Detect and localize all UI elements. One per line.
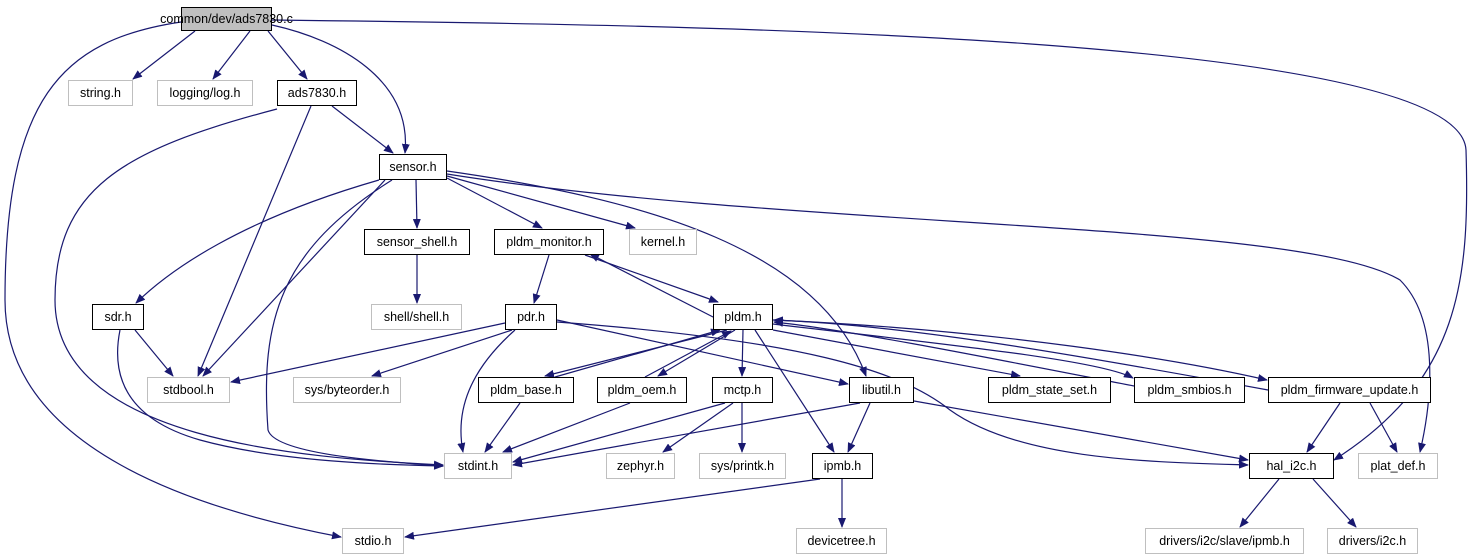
node-pldm-monitor-h[interactable]: pldm_monitor.h [494, 229, 604, 255]
node-hal-i2c-h[interactable]: hal_i2c.h [1249, 453, 1334, 479]
node-pldm-base-h[interactable]: pldm_base.h [478, 377, 574, 403]
node-mctp-h[interactable]: mctp.h [712, 377, 773, 403]
edge-mctp-h-to-stdint-h [512, 402, 726, 464]
edge-ads7830-c-to-string-h [132, 30, 196, 80]
edge-sensor-h-to-stdbool-h [202, 179, 386, 377]
node-shell-shell-h: shell/shell.h [371, 304, 462, 330]
node-libutil-h[interactable]: libutil.h [849, 377, 914, 403]
edge-sensor-h-to-stdint-h [265, 179, 444, 470]
node-sdr-h[interactable]: sdr.h [92, 304, 144, 330]
node-pldm-oem-h[interactable]: pldm_oem.h [597, 377, 687, 403]
edge-pdr-h-to-sys-byteorder-h [371, 329, 513, 377]
edge-ads7830-c-to-sensor-h [271, 24, 410, 154]
node-sensor-h[interactable]: sensor.h [379, 154, 447, 180]
edge-ads7830-c-to-stdio-h [4, 21, 342, 540]
node-stdint-h: stdint.h [444, 453, 512, 479]
edge-pldm-firmware-update-h-to-plat-def-h [1369, 402, 1398, 453]
edge-ads7830-c-to-hal-i2c-h [271, 19, 1468, 461]
edge-pldm-base-h-to-pldm-h [554, 328, 721, 378]
edge-libutil-h-to-ipmb-h [847, 402, 871, 453]
edge-ads7830-h-to-stdint-h [54, 108, 444, 469]
edge-pdr-h-to-stdint-h [457, 329, 516, 453]
edge-libutil-h-to-stdint-h [512, 402, 861, 468]
edge-sensor-h-to-plat-def-h [446, 173, 1431, 453]
edge-sensor-h-to-kernel-h [446, 175, 636, 230]
edge-ads7830-h-to-sensor-h [331, 105, 394, 154]
edge-pldm-firmware-update-h-to-pldm-h [773, 316, 1269, 391]
edge-pldm-h-to-pldm-base-h [544, 329, 728, 378]
edge-pldm-monitor-h-to-pdr-h [532, 254, 550, 304]
edge-pldm-h-to-pldm-firmware-update-h [772, 319, 1268, 382]
edge-pldm-firmware-update-h-to-hal-i2c-h [1306, 402, 1341, 453]
edge-pdr-h-to-libutil-h [556, 319, 849, 386]
edge-sdr-h-to-stdint-h [116, 329, 444, 470]
node-ads7830-h[interactable]: ads7830.h [277, 80, 357, 106]
edge-pldm-oem-h-to-stdint-h [502, 402, 631, 453]
edge-pldm-base-h-to-stdint-h [484, 402, 521, 453]
edge-libutil-h-to-hal-i2c-h [913, 400, 1249, 463]
node-pldm-firmware-update-h[interactable]: pldm_firmware_update.h [1268, 377, 1431, 403]
edge-sdr-h-to-stdbool-h [134, 329, 174, 377]
edge-pldm-smbios-h-to-pldm-h [773, 318, 1135, 387]
edge-ads7830-c-to-logging-log-h [212, 30, 251, 80]
node-pldm-smbios-h[interactable]: pldm_smbios.h [1134, 377, 1245, 403]
edge-hal-i2c-h-to-drivers-i2c-h [1312, 478, 1357, 528]
edge-pdr-h-to-stdbool-h [230, 322, 506, 385]
node-pldm-h[interactable]: pldm.h [713, 304, 773, 330]
node-kernel-h: kernel.h [629, 229, 697, 255]
edge-pldm-h-to-pldm-state-set-h [772, 329, 1021, 379]
edge-pldm-h-to-ipmb-h [754, 329, 835, 453]
node-zephyr-h: zephyr.h [606, 453, 675, 479]
edge-sensor-h-to-pldm-monitor-h [446, 177, 543, 229]
edge-ads7830-h-to-stdbool-h [197, 105, 312, 377]
edge-sensor-h-to-sensor-shell-h [412, 179, 421, 229]
edge-hal-i2c-h-to-drivers-i2c-slave-ipmb-h [1239, 478, 1280, 528]
node-pdr-h[interactable]: pdr.h [505, 304, 557, 330]
node-drivers-i2c-h: drivers/i2c.h [1327, 528, 1418, 554]
edge-pldm-h-to-pldm-monitor-h [589, 253, 716, 319]
edge-sensor-h-to-sdr-h [135, 179, 380, 304]
edge-ads7830-c-to-ads7830-h [267, 30, 308, 80]
edge-sensor-h-to-libutil-h [446, 170, 867, 377]
node-drivers-i2c-slave-ipmb-h: drivers/i2c/slave/ipmb.h [1145, 528, 1304, 554]
node-sys-printk-h: sys/printk.h [699, 453, 786, 479]
node-logging-log-h: logging/log.h [157, 80, 253, 106]
edge-pldm-h-to-mctp-h [738, 329, 747, 377]
node-string-h: string.h [68, 80, 133, 106]
node-devicetree-h: devicetree.h [796, 528, 887, 554]
edge-ipmb-h-to-stdio-h [404, 478, 821, 540]
node-stdbool-h: stdbool.h [147, 377, 230, 403]
node-stdio-h: stdio.h [342, 528, 404, 554]
node-ads7830-c: common/dev/ads7830.c [160, 7, 293, 31]
node-plat-def-h: plat_def.h [1358, 453, 1438, 479]
node-pldm-state-set-h[interactable]: pldm_state_set.h [988, 377, 1111, 403]
edge-mctp-h-to-zephyr-h [662, 402, 734, 453]
node-ipmb-h[interactable]: ipmb.h [812, 453, 873, 479]
node-sys-byteorder-h: sys/byteorder.h [293, 377, 401, 403]
edge-pldm-oem-h-to-pldm-h [644, 330, 732, 378]
node-sensor-shell-h[interactable]: sensor_shell.h [364, 229, 470, 255]
